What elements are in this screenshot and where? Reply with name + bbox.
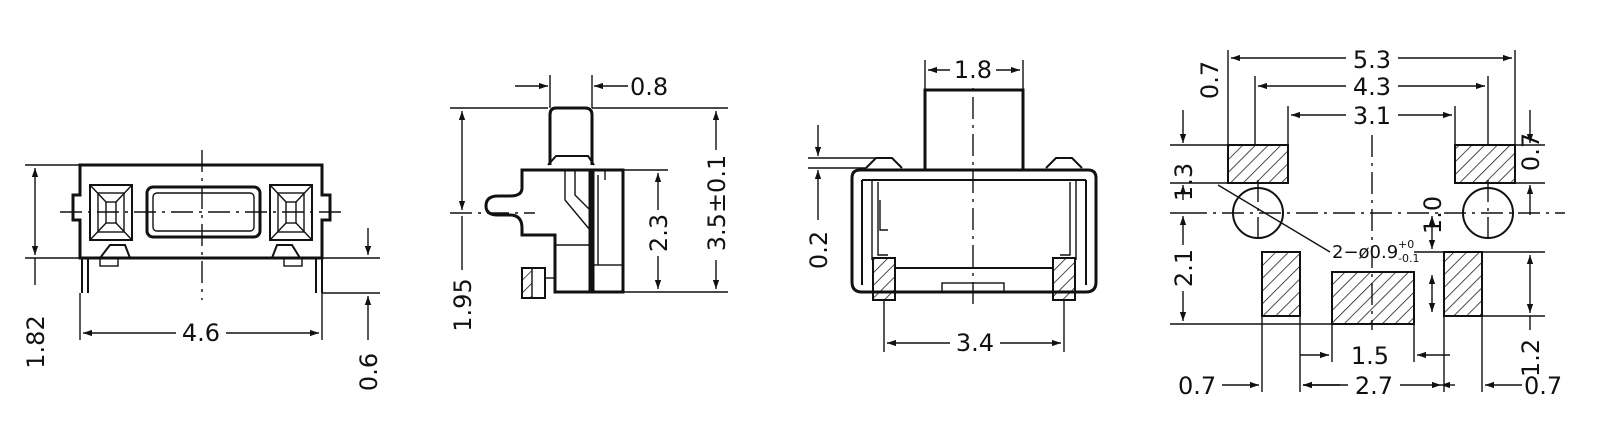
dim-outer-pads-4.3: 4.3 bbox=[1353, 73, 1391, 101]
dim-pad-span-3.4: 3.4 bbox=[956, 329, 994, 357]
dim-body-height-2.3: 2.3 bbox=[645, 214, 673, 252]
footprint-view: 5.3 4.3 3.1 0.7 1.3 2.1 0.7 1.0 1.2 bbox=[1170, 45, 1565, 400]
dim-pad-top-left-0.7: 0.7 bbox=[1196, 61, 1224, 99]
side-view: 0.8 1.95 2.3 3.5±0.1 bbox=[449, 73, 731, 332]
dim-lead-0.6: 0.6 bbox=[355, 353, 383, 391]
dim-lower-offset-2.1: 2.1 bbox=[1170, 249, 1198, 287]
dim-mid-pad-1.5: 1.5 bbox=[1351, 342, 1389, 370]
dim-hole-to-pad-1.0: 1.0 bbox=[1419, 196, 1447, 234]
rear-view: 1.8 0.2 3.4 bbox=[805, 55, 1098, 357]
dim-right-pad-0.7: 0.7 bbox=[1524, 372, 1562, 400]
dim-lower-pad-1.2: 1.2 bbox=[1517, 339, 1545, 377]
dim-pad-top-right-0.7: 0.7 bbox=[1517, 133, 1545, 171]
front-view: 1.82 4.6 0.6 bbox=[22, 150, 383, 391]
dim-actuator-width-1.8: 1.8 bbox=[954, 56, 992, 84]
hole-callout: 2−ø0.9 bbox=[1332, 242, 1398, 263]
dim-height-1.82: 1.82 bbox=[22, 315, 50, 368]
dim-overall-5.3: 5.3 bbox=[1353, 46, 1391, 74]
hole-tolerance-upper: +0 bbox=[1398, 238, 1414, 251]
dim-overall-height-3.5: 3.5±0.1 bbox=[703, 155, 731, 251]
dim-top-width-0.8: 0.8 bbox=[630, 73, 668, 101]
dim-lead-height-1.95: 1.95 bbox=[449, 278, 477, 331]
dim-width-4.6: 4.6 bbox=[182, 319, 220, 347]
dim-step-0.2: 0.2 bbox=[805, 231, 833, 269]
dim-hole-pitch-3.1: 3.1 bbox=[1353, 102, 1391, 130]
dim-pad-height-1.3: 1.3 bbox=[1170, 163, 1198, 201]
dim-mid-span-2.7: 2.7 bbox=[1355, 372, 1393, 400]
hole-tolerance-lower: -0.1 bbox=[1398, 252, 1419, 265]
dim-left-pad-0.7: 0.7 bbox=[1178, 372, 1216, 400]
